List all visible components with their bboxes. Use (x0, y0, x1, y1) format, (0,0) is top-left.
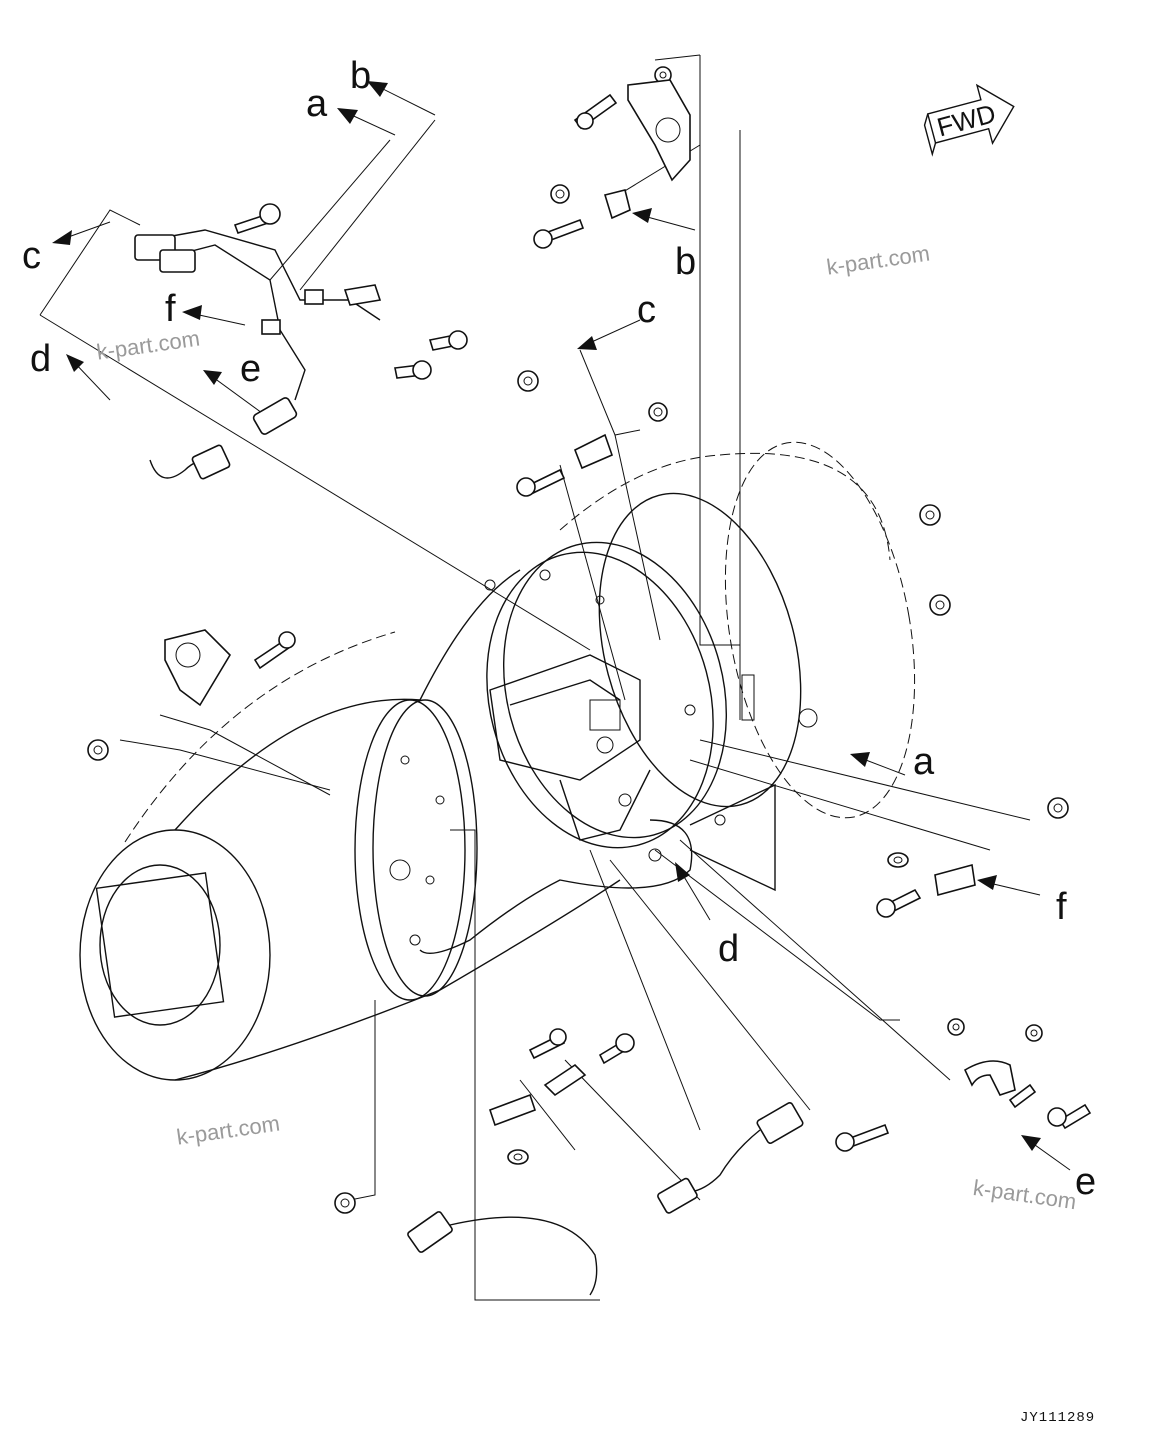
callout-d-left: d (30, 338, 52, 380)
clamp-icon (963, 1060, 1016, 1096)
nut-icon (334, 1192, 356, 1214)
bolt-icon (598, 1033, 635, 1065)
bracket-icon (164, 629, 232, 707)
nut-icon (648, 402, 668, 422)
callout-b-right: b (675, 241, 697, 283)
bolt-icon (253, 631, 296, 670)
valve-block (419, 654, 693, 954)
bolt-icon (835, 1123, 890, 1152)
middle-housing (419, 541, 728, 991)
fwd-direction-marker: FWD (923, 83, 1015, 157)
drawing-code: JY111289 (1020, 1410, 1096, 1426)
callout-a-upper: a (306, 83, 328, 125)
callout-e-left: e (240, 348, 262, 390)
callout-d-lower: d (718, 928, 740, 970)
nut-icon (517, 370, 539, 392)
bracket-icon (603, 189, 631, 220)
sensor-icon (149, 397, 298, 480)
bolt-icon (533, 218, 585, 249)
nut-icon (947, 1018, 965, 1036)
bolt-icon (394, 360, 432, 380)
callout-arrows (52, 81, 1071, 1171)
bolt-icon (573, 93, 618, 130)
nut-icon (919, 504, 941, 526)
nut-icon (87, 739, 109, 761)
connector-icon (407, 1063, 1037, 1296)
nut-icon (1025, 1024, 1043, 1042)
bracket-icon (627, 79, 691, 182)
fwd-label: FWD (934, 98, 999, 142)
bracket-icon (573, 433, 614, 470)
nut-icon (1047, 797, 1069, 819)
harness-icon (134, 229, 382, 401)
bolt-icon (876, 888, 922, 918)
mounting-plates (689, 55, 776, 892)
nut-icon (929, 594, 951, 616)
bolt-icon (516, 468, 566, 497)
callout-f-left: f (165, 288, 176, 330)
nut-icon (550, 184, 570, 204)
callout-c-left: c (22, 235, 41, 277)
bracket-icon (488, 1093, 537, 1127)
callout-e-right: e (1075, 1161, 1097, 1203)
bolt-icon (233, 203, 281, 235)
bolt-icon (528, 1028, 567, 1060)
bolt-icon (1047, 1103, 1092, 1130)
callout-b-upper: b (350, 55, 372, 97)
callout-f-right: f (1056, 886, 1067, 928)
bracket-icon (934, 863, 976, 897)
washer-icon (507, 1149, 529, 1165)
main-housing (79, 631, 478, 1081)
callout-a-right: a (913, 741, 935, 783)
bolt-icon (428, 330, 468, 351)
washer-icon (887, 852, 909, 868)
callout-c-right: c (637, 289, 656, 331)
rear-housing (559, 441, 916, 819)
